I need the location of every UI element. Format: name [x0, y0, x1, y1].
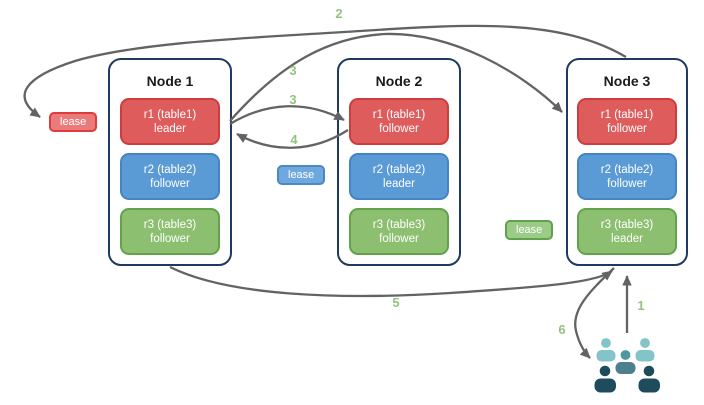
replica-name: r3 (table3) [143, 218, 197, 231]
replica-name: r3 (table3) [372, 218, 426, 231]
node-2-replica-r1: r1 (table1) follower [349, 98, 449, 145]
step-label-4: 4 [290, 132, 298, 147]
node-1-title: Node 1 [146, 73, 194, 89]
step-label-6: 6 [558, 322, 566, 337]
replica-role: leader [154, 122, 186, 135]
node-1-replica-r3: r3 (table3) follower [120, 208, 220, 255]
node-2-replica-r2: r2 (table2) leader [349, 153, 449, 200]
node-3-box: Node 3 r1 (table1) follower r2 (table2) … [566, 58, 688, 266]
step-label-2: 2 [335, 6, 343, 21]
node-3-replica-r3: r3 (table3) leader [577, 208, 677, 255]
replica-name: r2 (table2) [143, 163, 197, 176]
lease-tag-blue: lease [277, 165, 326, 185]
replica-name: r2 (table2) [372, 163, 426, 176]
arrow-step-5 [169, 265, 613, 298]
replica-role: follower [607, 177, 647, 190]
replica-name: r1 (table1) [143, 108, 197, 121]
node-2-replica-r3: r3 (table3) follower [349, 208, 449, 255]
node-2-box: Node 2 r1 (table1) follower r2 (table2) … [337, 58, 461, 266]
replica-name: r2 (table2) [600, 163, 654, 176]
step-label-3-to-node3: 3 [289, 63, 297, 78]
lease-tag-green: lease [505, 220, 554, 240]
replica-role: follower [607, 122, 647, 135]
replica-role: follower [150, 177, 190, 190]
replica-role: leader [383, 177, 415, 190]
replica-role: leader [611, 232, 643, 245]
users-icon [594, 338, 660, 393]
step-label-1: 1 [637, 298, 645, 313]
users-middle-person [615, 350, 636, 374]
lease-tag-red: lease [49, 112, 98, 132]
node-3-replica-r2: r2 (table2) follower [577, 153, 677, 200]
node-1-box: Node 1 r1 (table1) leader r2 (table2) fo… [108, 58, 232, 266]
node-3-replica-r1: r1 (table1) follower [577, 98, 677, 145]
node-3-title: Node 3 [603, 73, 651, 89]
replica-name: r1 (table1) [372, 108, 426, 121]
replica-name: r1 (table1) [600, 108, 654, 121]
users-back-row [596, 338, 655, 362]
replica-role: follower [379, 232, 419, 245]
replica-name: r3 (table3) [600, 218, 654, 231]
step-label-3-to-node2: 3 [289, 92, 297, 107]
replica-role: follower [150, 232, 190, 245]
node-1-replica-r1: r1 (table1) leader [120, 98, 220, 145]
arrow-step-3-to-node2 [229, 105, 345, 125]
replica-role: follower [379, 122, 419, 135]
users-front-row [594, 365, 660, 393]
node-2-title: Node 2 [375, 73, 423, 89]
step-label-5: 5 [392, 295, 400, 310]
arrow-step-6 [574, 267, 615, 359]
node-1-replica-r2: r2 (table2) follower [120, 153, 220, 200]
